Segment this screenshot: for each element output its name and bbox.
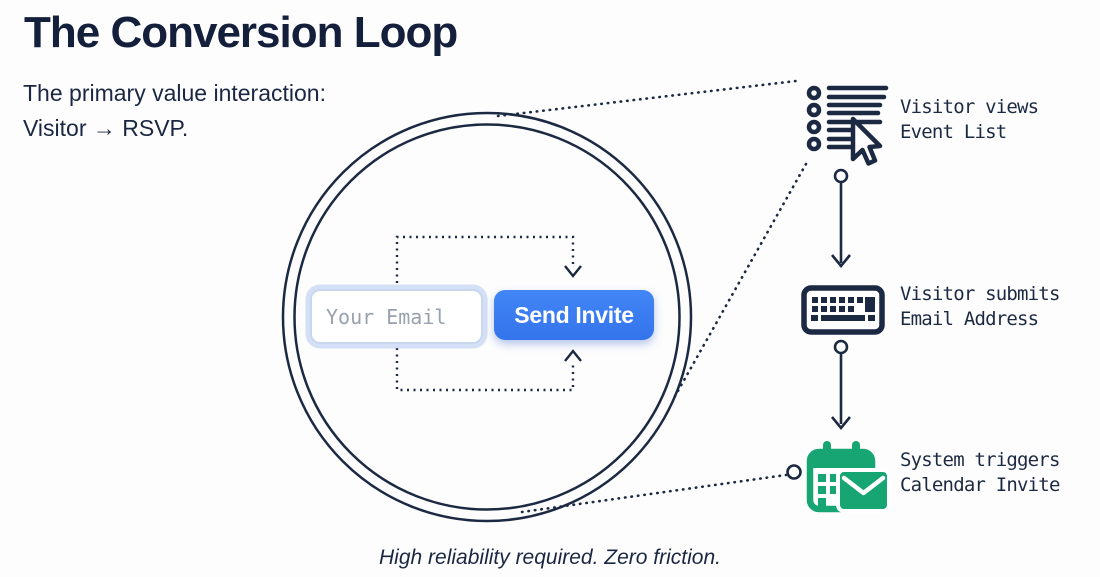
calendar-invite-icon <box>806 441 891 513</box>
step-1-line-1: Visitor views <box>900 96 1039 118</box>
step-2-line-2: Email Address <box>900 308 1039 330</box>
event-list-cursor-icon <box>806 85 889 166</box>
cursor-arrow-icon <box>850 116 883 166</box>
step-2-line-1: Visitor submits <box>900 283 1060 305</box>
envelope-icon <box>836 468 891 513</box>
step-label-visitor-submits: Visitor submits Email Address <box>900 282 1060 332</box>
callout-endpoint-dot <box>786 464 802 480</box>
loop-bottom-path <box>395 348 575 392</box>
loop-bottom-arrowhead <box>564 349 582 362</box>
page-title: The Conversion Loop <box>24 8 458 57</box>
step-3-line-2: Calendar Invite <box>900 474 1060 496</box>
send-invite-button[interactable]: Send Invite <box>494 290 654 340</box>
flow-connector-2 <box>830 339 852 431</box>
flow-connector-1 <box>830 168 852 269</box>
step-3-line-1: System triggers <box>900 449 1060 471</box>
subtitle-line-1: The primary value interaction: <box>23 80 326 106</box>
step-label-visitor-views: Visitor views Event List <box>900 95 1039 145</box>
loop-top-arrowhead <box>564 265 582 278</box>
loop-top-path <box>395 235 575 283</box>
email-input[interactable] <box>310 289 483 344</box>
callout-line-bottom <box>520 473 788 514</box>
footer-note: High reliability required. Zero friction… <box>379 546 721 569</box>
callout-line-top <box>496 79 798 118</box>
callout-dotted-lines <box>496 79 808 514</box>
step-1-line-2: Event List <box>900 121 1007 143</box>
dotted-loop-arrows <box>395 235 582 392</box>
page-subtitle: The primary value interaction: Visitor →… <box>23 76 326 146</box>
step-label-system-triggers: System triggers Calendar Invite <box>900 448 1060 498</box>
magnifier-circle <box>281 111 693 523</box>
callout-line-right <box>672 162 808 400</box>
subtitle-line-2: Visitor → RSVP. <box>23 115 189 141</box>
keyboard-icon <box>801 285 885 335</box>
